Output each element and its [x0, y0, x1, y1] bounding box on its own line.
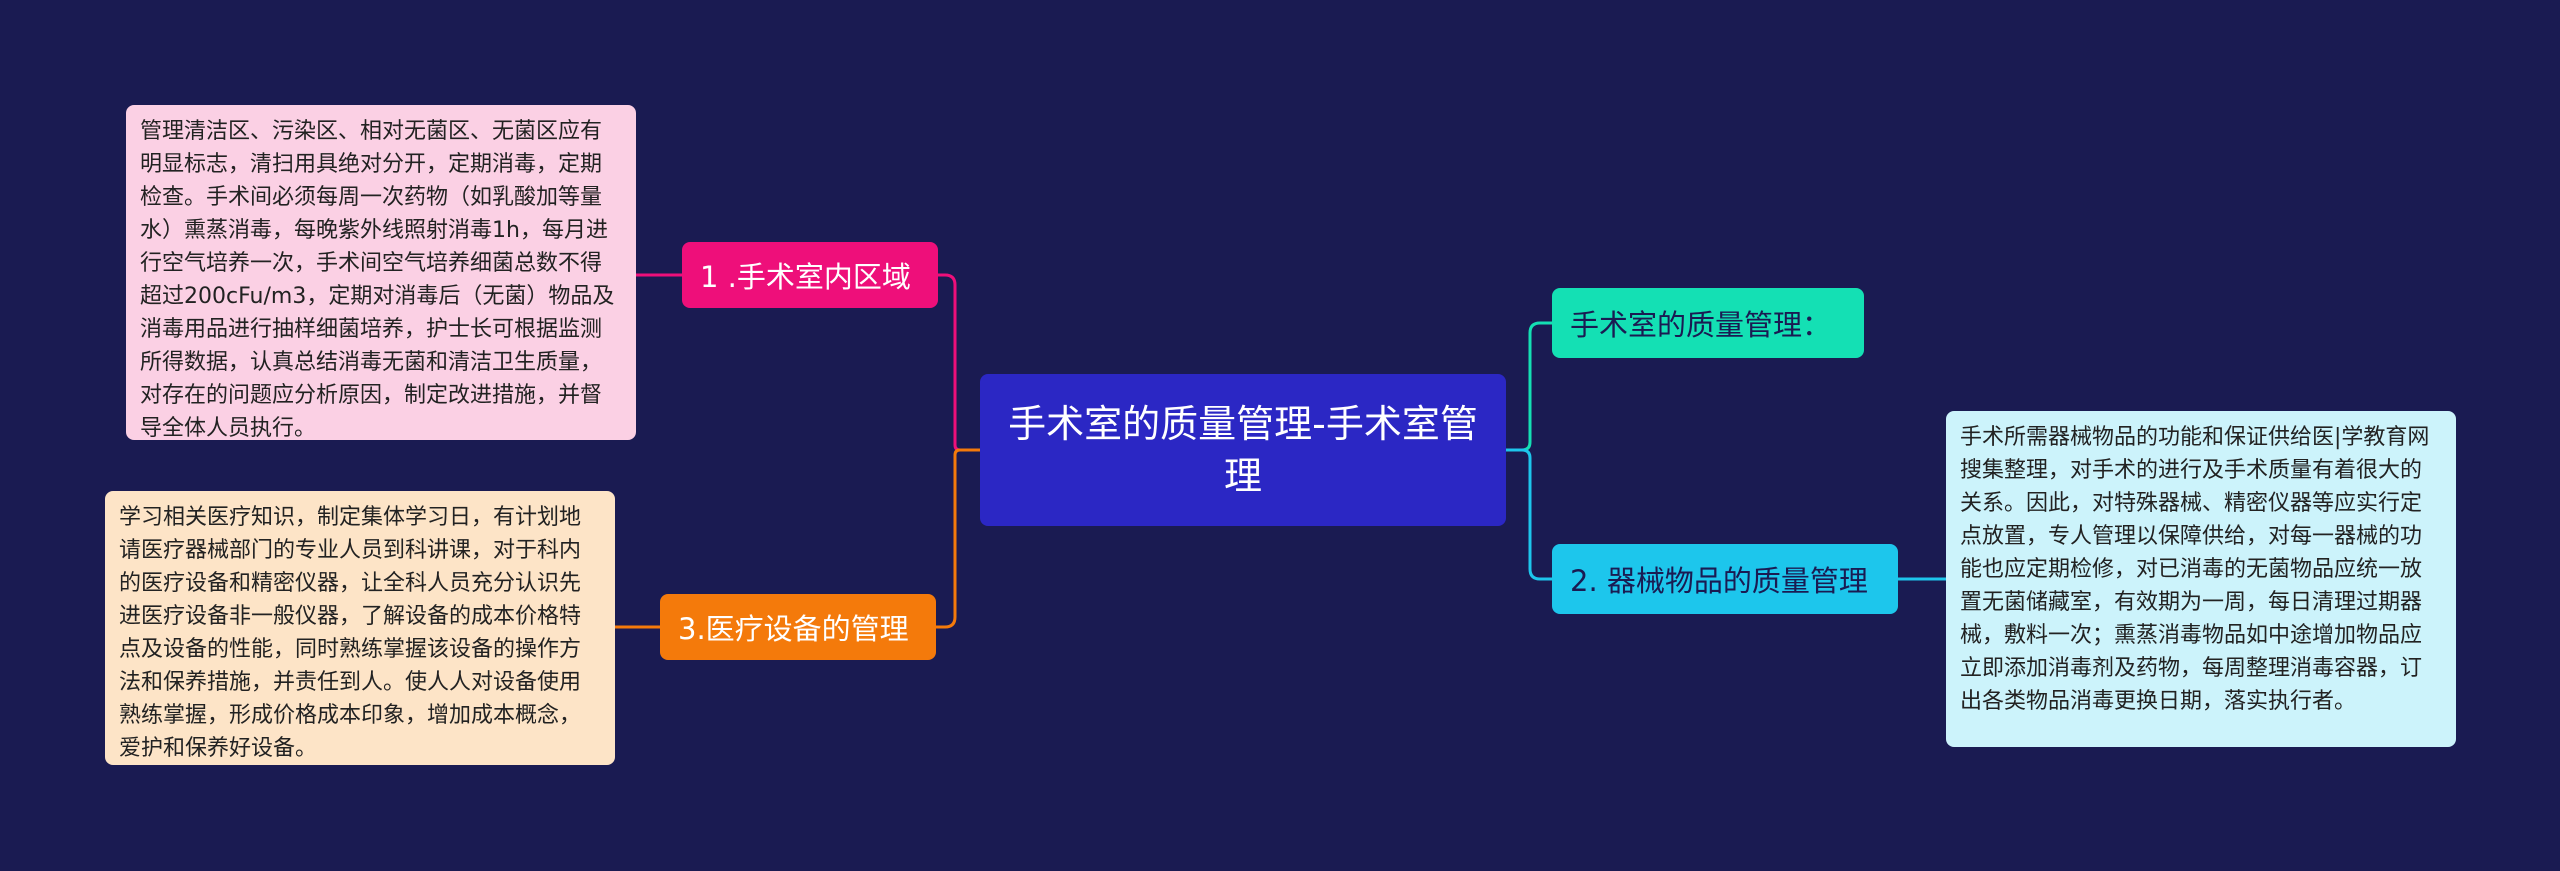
- detail-zone[interactable]: 管理清洁区、污染区、相对无菌区、无菌区应有明显标志，清扫用具绝对分开，定期消毒，…: [126, 105, 636, 441]
- branch-instruments[interactable]: 2. 器械物品的质量管理: [1552, 544, 1898, 614]
- branch-equipment-label: 3.医疗设备的管理: [678, 612, 909, 646]
- branch-quality-label: 手术室的质量管理：: [1570, 308, 1832, 342]
- branch-zone-label: 1 .手术室内区域: [700, 260, 911, 294]
- branch-instruments-label: 2. 器械物品的质量管理: [1570, 564, 1868, 598]
- detail-instruments-text: 手术所需器械物品的功能和保证供给医|学教育网搜集整理，对手术的进行及手术质量有着…: [1960, 425, 2430, 714]
- detail-zone-text: 管理清洁区、污染区、相对无菌区、无菌区应有明显标志，清扫用具绝对分开，定期消毒，…: [140, 119, 615, 441]
- detail-instruments[interactable]: 手术所需器械物品的功能和保证供给医|学教育网搜集整理，对手术的进行及手术质量有着…: [1946, 411, 2456, 747]
- detail-equipment-text: 学习相关医疗知识，制定集体学习日，有计划地请医疗器械部门的专业人员到科讲课，对于…: [119, 505, 582, 761]
- connector-root-equipment: [936, 448, 980, 629]
- detail-equipment[interactable]: 学习相关医疗知识，制定集体学习日，有计划地请医疗器械部门的专业人员到科讲课，对于…: [105, 491, 615, 765]
- branch-equipment[interactable]: 3.医疗设备的管理: [660, 594, 936, 660]
- root-node[interactable]: 手术室的质量管理-手术室管理: [980, 374, 1506, 526]
- connector-root-quality: [1506, 321, 1552, 452]
- branch-zone[interactable]: 1 .手术室内区域: [682, 242, 938, 308]
- connector-root-zone: [938, 273, 980, 452]
- connector-root-instruments: [1506, 448, 1552, 581]
- branch-quality[interactable]: 手术室的质量管理：: [1552, 288, 1864, 358]
- root-label: 手术室的质量管理-手术室管理: [1008, 402, 1478, 498]
